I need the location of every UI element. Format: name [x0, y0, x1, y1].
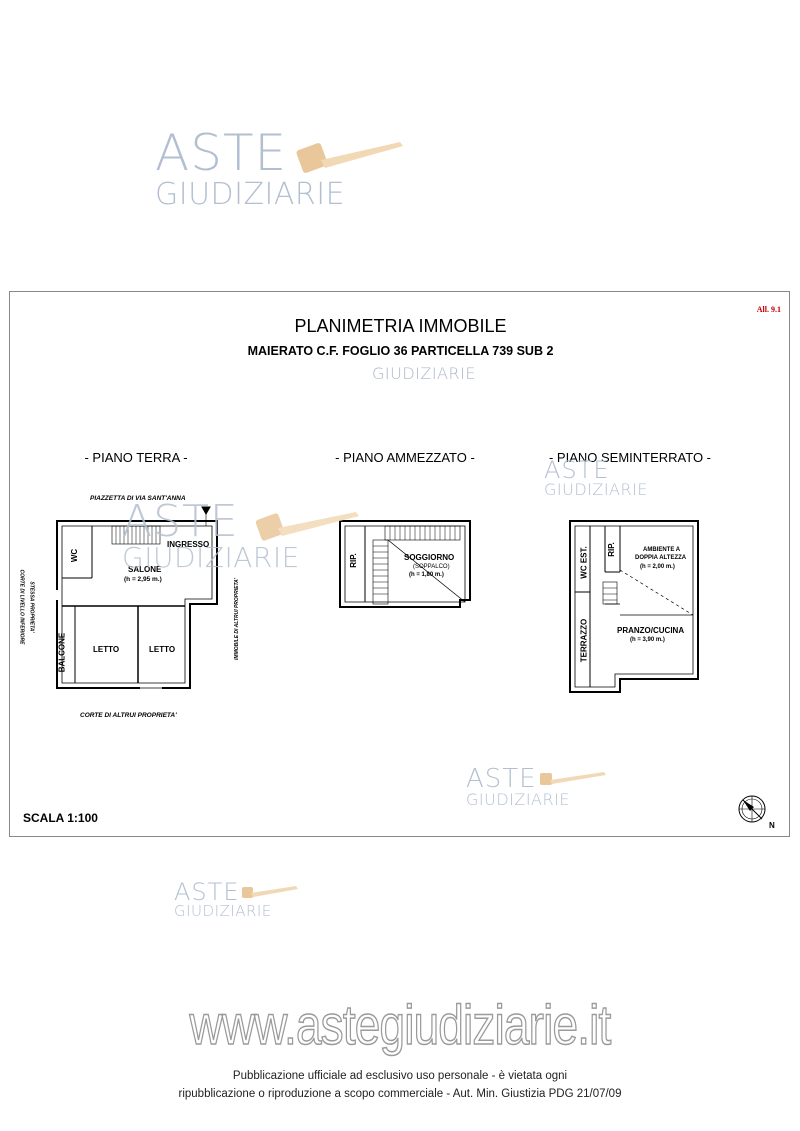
label-pranzo: PRANZO/CUCINA [617, 626, 685, 635]
watermark-giudiziarie-text: GIUDIZIARIE [174, 902, 272, 920]
north-arrow-icon [738, 795, 766, 823]
gavel-icon [255, 512, 359, 541]
label-wc-est: WC EST. [579, 546, 589, 579]
watermark-giudiziarie-text: GIUDIZIARIE [155, 177, 346, 212]
footer-line-2: ripubblicazione o riproduzione a scopo c… [178, 1088, 622, 1100]
label-terrazzo: TERRAZZO [579, 618, 589, 663]
label-corte-left-1: CORTE DI LIVELLO INFERIORE [18, 569, 25, 645]
footer-line-1: Pubblicazione ufficiale ad esclusivo uso… [232, 1070, 568, 1082]
site-url-watermark: www.astegiudiziarie.it [189, 992, 612, 1057]
watermark-logo-subtitle: GIUDIZIARIE [372, 366, 512, 394]
gavel-icon [242, 886, 298, 898]
label-corte-left-2: STESSA PROPRIETA' [28, 581, 35, 633]
label-letto-1: LETTO [93, 645, 120, 654]
watermark-giudiziarie-text: GIUDIZIARIE [466, 790, 570, 809]
label-balcone: BALCONE [57, 632, 67, 673]
label-ambiente-1: AMBIENTE A [643, 547, 681, 553]
label-letto-2: LETTO [149, 645, 176, 654]
watermark-logo-seminterrato: ASTE GIUDIZIARIE [544, 458, 684, 503]
watermark-giudiziarie-text: GIUDIZIARIE [372, 364, 476, 383]
label-soggiorno: SOGGIORNO [404, 553, 455, 562]
allegato-label: All. 9.1 [756, 305, 781, 314]
watermark-aste-text: ASTE [544, 456, 610, 484]
floor-title-seminterrato: - PIANO SEMINTERRATO - [548, 450, 712, 465]
watermark-aste-text: ASTE [155, 124, 288, 182]
label-rip-seminterrato: RIP. [606, 542, 616, 557]
scale-label: SCALA 1:100 [23, 811, 98, 825]
label-ambiente-h: (h = 2,00 m.) [640, 564, 675, 570]
label-pranzo-h: (h = 3,90 m.) [630, 637, 665, 643]
gavel-icon [296, 142, 403, 173]
watermark-logo-small: ASTE GIUDIZIARIE [174, 880, 314, 925]
plan-piano-terra [55, 506, 218, 690]
floor-title-ammezzato: - PIANO AMMEZZATO - [335, 450, 475, 465]
watermark-logo-top: ASTE GIUDIZIARIE [155, 128, 405, 218]
floor-title-terra: - PIANO TERRA - [84, 450, 188, 465]
watermark-giudiziarie-text: GIUDIZIARIE [122, 541, 300, 574]
watermark-aste-text: ASTE [174, 878, 240, 906]
label-ambiente-2: DOPPIA ALTEZZA [635, 555, 687, 561]
label-ingresso: INGRESSO [167, 540, 210, 549]
label-piazzetta: PIAZZETTA DI VIA SANT'ANNA [90, 495, 186, 502]
floor-plan-sheet: All. 9.1 PLANIMETRIA IMMOBILE MAIERATO C… [9, 291, 790, 837]
label-corte-bottom: CORTE DI ALTRUI PROPRIETA' [80, 712, 177, 719]
plan-piano-ammezzato [339, 520, 471, 608]
watermark-logo-terra: ASTE GIUDIZIARIE [122, 500, 362, 590]
north-label: N [769, 821, 775, 830]
label-soggiorno-h: (h = 1,80 m.) [409, 572, 444, 578]
label-immobile-right: IMMOBILE DI ALTRUI PROPRIETA' [233, 578, 240, 660]
label-wc-terra: WC [70, 548, 80, 563]
label-salone-h: (h = 2,95 m.) [124, 576, 162, 583]
watermark-aste-text: ASTE [122, 496, 239, 547]
watermark-logo-bottom-sheet: ASTE GIUDIZIARIE [466, 766, 606, 811]
plan-piano-seminterrato [569, 520, 699, 693]
gavel-icon [540, 772, 606, 785]
sheet-subtitle: MAIERATO C.F. FOGLIO 36 PARTICELLA 739 S… [247, 344, 554, 358]
label-salone: SALONE [128, 565, 162, 574]
sheet-title: PLANIMETRIA IMMOBILE [294, 316, 507, 336]
watermark-giudiziarie-text: GIUDIZIARIE [544, 480, 648, 499]
label-soppalco: (SOPPALCO) [413, 564, 450, 570]
watermark-aste-text: ASTE [466, 764, 537, 794]
